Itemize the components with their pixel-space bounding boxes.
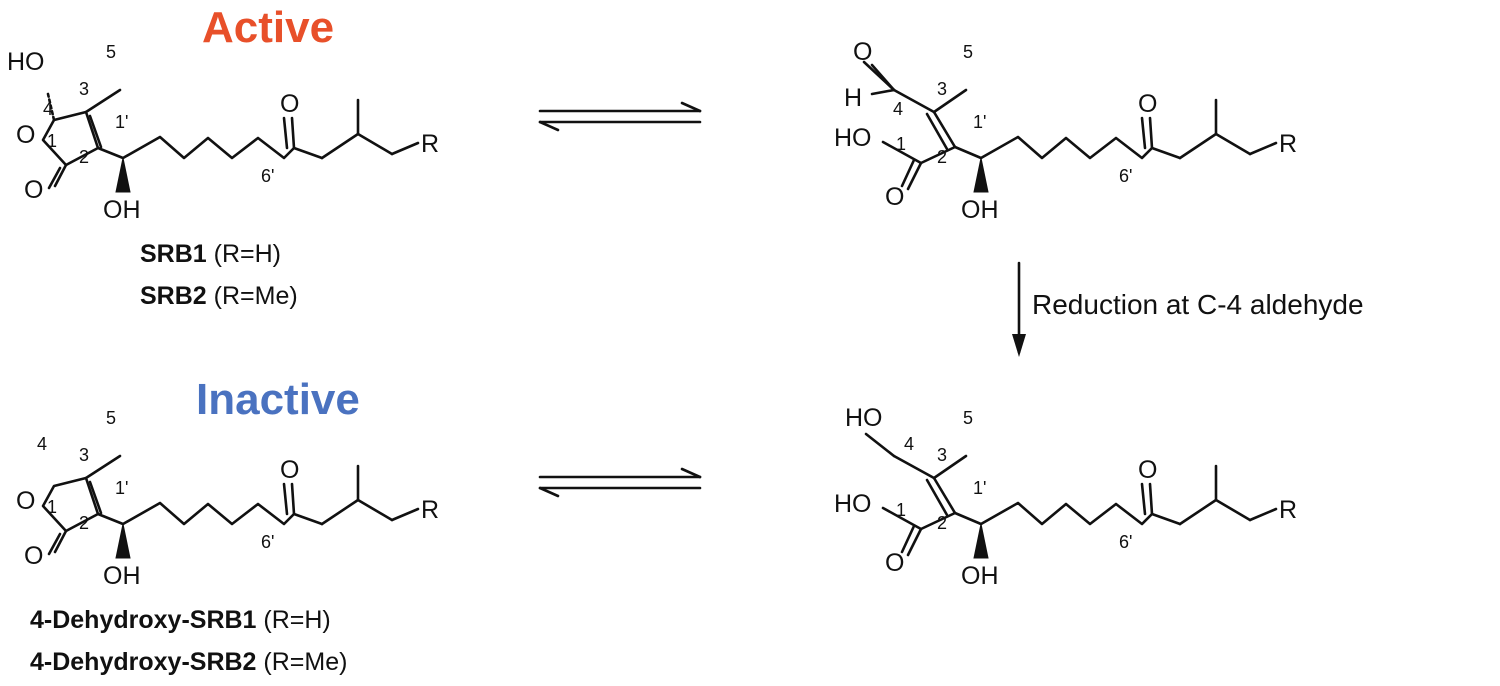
- position-2-label: 2: [937, 513, 947, 533]
- c4-hydroxyl-label: HO: [7, 48, 45, 76]
- position-4-label: 4: [37, 434, 47, 454]
- position-2-label: 2: [79, 147, 89, 167]
- dehydroxy-inactive-structure: O O 5 3 4 1 2: [16, 408, 440, 590]
- position-3-label: 3: [937, 79, 947, 99]
- srb2-caption: SRB2 (R=Me): [140, 282, 298, 310]
- position-4-label: 4: [904, 434, 914, 454]
- position-5-label: 5: [963, 408, 973, 428]
- dehydroxy1-name: 4-Dehydroxy-SRB1: [30, 606, 257, 634]
- lactone-carbonyl-oxygen-label: O: [24, 542, 43, 570]
- reduction-label: Reduction at C-4 aldehyde: [1032, 289, 1364, 320]
- acid-carbonyl-oxygen-label: O: [885, 549, 904, 577]
- position-1-label: 1: [47, 497, 57, 517]
- position-1-label: 1: [896, 500, 906, 520]
- srb2-name: SRB2: [140, 282, 207, 310]
- primary-hydroxyl-label: HO: [845, 404, 883, 432]
- active-label: Active: [202, 3, 334, 52]
- position-5-label: 5: [106, 408, 116, 428]
- ring-oxygen-label: O: [16, 121, 35, 149]
- lactone-carbonyl-oxygen-label: O: [24, 176, 43, 204]
- position-1-label: 1: [47, 131, 57, 151]
- c4-hydroxyl-wavy-bond: [46, 92, 56, 122]
- srb1-name: SRB1: [140, 240, 207, 268]
- equilibrium-arrow-bottom: [538, 467, 702, 498]
- aldehyde-acid-structure: O H HO O 5 3 4 1 2: [834, 38, 1298, 224]
- position-3-label: 3: [79, 79, 89, 99]
- dehydroxy2-name: 4-Dehydroxy-SRB2: [30, 648, 256, 676]
- position-2-label: 2: [937, 147, 947, 167]
- aldehyde-oxygen-label: O: [853, 38, 872, 66]
- inactive-label: Inactive: [196, 375, 360, 424]
- srb1-caption: SRB1 (R=H): [140, 240, 281, 268]
- acid-carbonyl-oxygen-label: O: [885, 183, 904, 211]
- dehydroxy1-caption: 4-Dehydroxy-SRB1 (R=H): [30, 606, 331, 634]
- acid-hydroxyl-label: HO: [834, 124, 872, 152]
- srb-active-structure: HO O O 5 3 4 1 2: [7, 42, 440, 224]
- ring-oxygen-label: O: [16, 487, 35, 515]
- dehydroxy2-r-group: (R=Me): [256, 648, 347, 676]
- srb1-r-group: (R=H): [207, 240, 281, 268]
- srb2-r-group: (R=Me): [207, 282, 298, 310]
- dehydroxy1-r-group: (R=H): [256, 606, 330, 634]
- position-1-label: 1: [896, 134, 906, 154]
- position-3-label: 3: [79, 445, 89, 465]
- position-2-label: 2: [79, 513, 89, 533]
- alcohol-acid-structure: HO HO O 5 3 4 1 2: [834, 404, 1298, 590]
- dehydroxy2-caption: 4-Dehydroxy-SRB2 (R=Me): [30, 648, 347, 676]
- position-5-label: 5: [106, 42, 116, 62]
- position-4-label: 4: [893, 99, 903, 119]
- position-4-label: 4: [43, 99, 53, 119]
- position-3-label: 3: [937, 445, 947, 465]
- position-5-label: 5: [963, 42, 973, 62]
- equilibrium-arrow-top: [538, 101, 702, 132]
- reduction-arrow: [1012, 261, 1026, 357]
- aldehyde-hydrogen-label: H: [844, 84, 862, 112]
- acid-hydroxyl-label: HO: [834, 490, 872, 518]
